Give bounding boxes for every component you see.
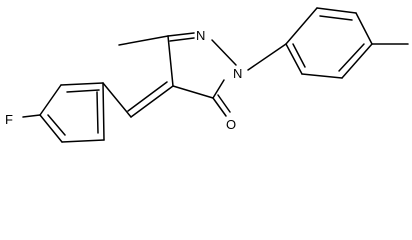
bond-tol-2-3 [316, 7, 357, 14]
bond-methine-ar1 [102, 82, 132, 118]
bond-ar-inner-1 [66, 89, 100, 93]
bond-ar5-ar1 [102, 82, 105, 141]
bond-n1-tolyl [247, 43, 287, 71]
atom-nitrogen-ring: N [196, 28, 205, 43]
atom-labels: F N N O [5, 28, 242, 132]
bond-tol-4-5 [341, 43, 373, 79]
bond-ar-inner-2 [47, 114, 66, 136]
atom-oxygen: O [226, 117, 236, 132]
bond-methyl-c3 [118, 35, 169, 46]
bond-ar-fluorine [22, 114, 41, 118]
bond-tol-inner-1 [319, 15, 353, 21]
bond-tol-1-2 [285, 7, 318, 45]
bond-ar3-ar4 [39, 114, 63, 143]
bond-n2-n1 [211, 39, 237, 66]
bond-tol-5-6 [301, 73, 343, 79]
bond-c4-methine-double [127, 81, 168, 112]
bond-ar4-ar5 [61, 139, 105, 143]
bond-tol-inner-2 [338, 43, 365, 72]
bond-c3-n2-double [169, 37, 195, 42]
atom-fluorine: F [5, 112, 13, 127]
bond-c5-c4 [172, 85, 214, 99]
bond-ar2-ar3 [39, 84, 62, 116]
bonds [22, 7, 409, 143]
bond-c4-c3 [167, 35, 174, 87]
atom-nitrogen-aryl: N [233, 66, 242, 81]
bond-n1-c5 [212, 79, 225, 99]
bond-ar1-ar2 [60, 82, 104, 86]
structure-diagram: F N N O [5, 7, 409, 143]
bond-c4-methine [130, 85, 174, 118]
bond-tol-6-1 [285, 43, 303, 75]
bond-c3-n2 [167, 32, 195, 37]
bond-tol-inner-3 [292, 43, 306, 68]
bond-c5-o-double [217, 94, 231, 113]
bond-c5-o [212, 97, 227, 117]
bond-ar-inner-3 [96, 91, 99, 134]
bond-tol-3-4 [355, 12, 373, 45]
